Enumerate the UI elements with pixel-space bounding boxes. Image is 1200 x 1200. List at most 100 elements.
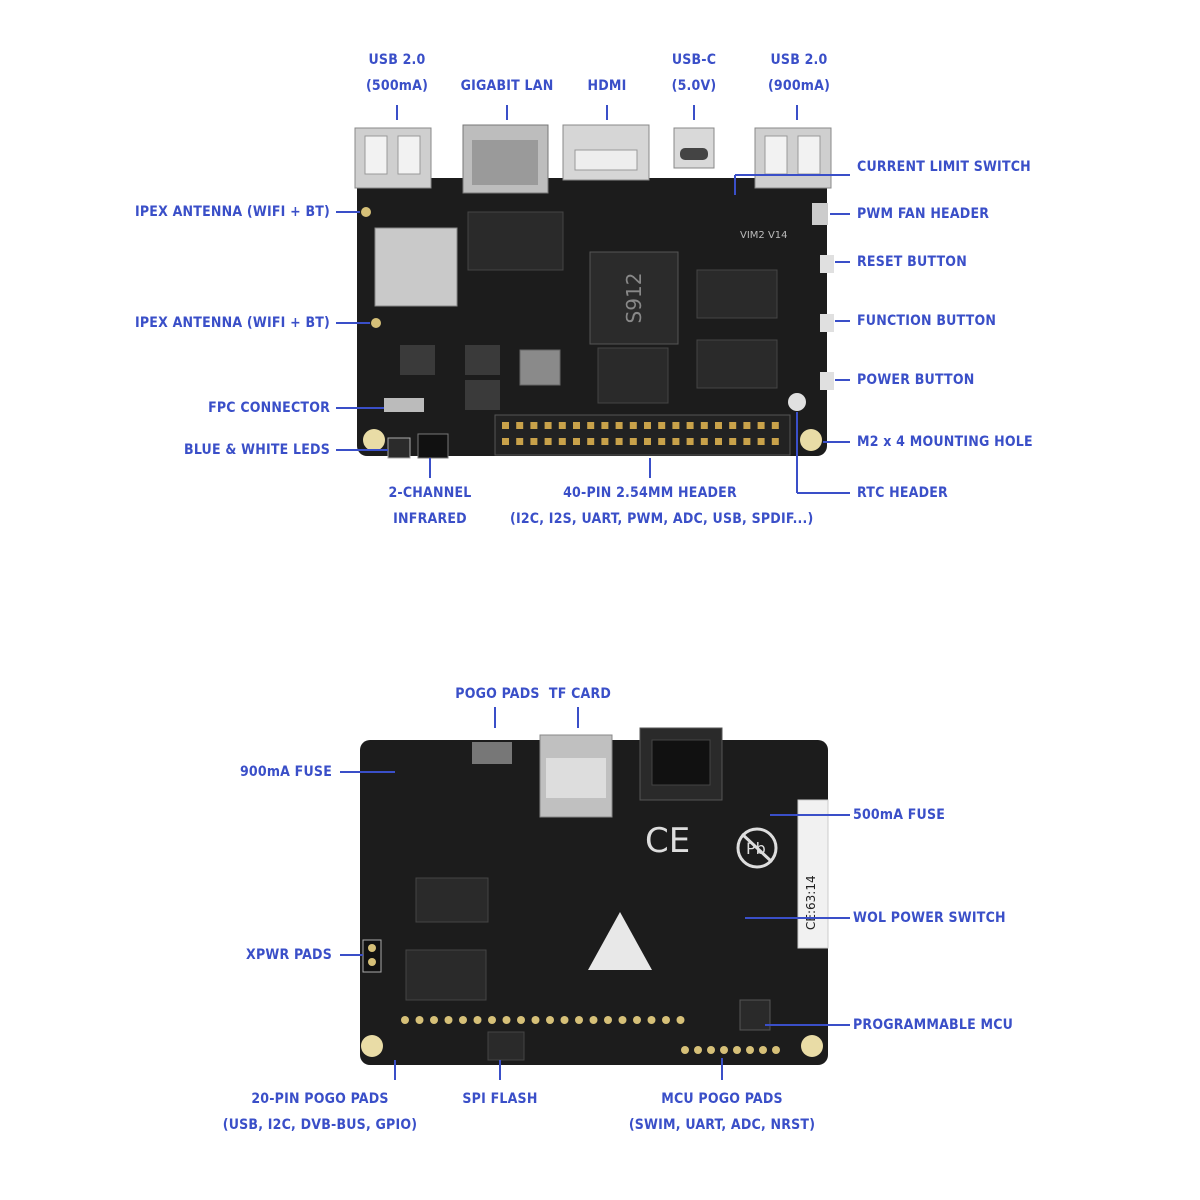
header-pin (544, 438, 552, 445)
header-pin (771, 422, 779, 429)
label-programmable-mcu: PROGRAMMABLE MCU (853, 1017, 1014, 1033)
pb-free-mark (736, 827, 778, 869)
label-usb2-right-sub: (900mA) (767, 78, 831, 94)
pogo-pad (517, 1016, 525, 1024)
header-pin (715, 438, 722, 445)
header-pin (615, 422, 623, 429)
label-tf-card: TF CARD (548, 686, 612, 702)
header-pin (502, 438, 509, 445)
mcu-pogo-pad (707, 1046, 715, 1054)
header-pin (530, 438, 538, 445)
label-20pin-pogo: 20-PIN POGO PADS (251, 1091, 389, 1107)
label-usb2-right: USB 2.0 (770, 52, 828, 68)
pogo-pad (401, 1016, 409, 1024)
label-20pin-pogo-sub: (USB, I2C, DVB-BUS, GPIO) (222, 1117, 418, 1133)
board-version: VIM2 V14 (740, 230, 788, 241)
header-pin (658, 422, 666, 429)
header-pin (743, 422, 751, 429)
header-pin (771, 438, 779, 445)
header-pin (715, 422, 722, 429)
header-pin (601, 438, 609, 445)
header-pin (558, 438, 566, 445)
label-infrared-1: 2-CHANNEL (388, 485, 472, 501)
label-hdmi: HDMI (587, 78, 627, 94)
header-pin (658, 438, 666, 445)
label-40pin-header-sub: (I2C, I2S, UART, PWM, ADC, USB, SPDIF...… (510, 511, 814, 527)
pogo-pad (415, 1016, 424, 1024)
mcu-pogo-pad (759, 1046, 767, 1054)
wifi-module (374, 227, 458, 307)
pogo-pad (531, 1016, 540, 1024)
label-fpc-connector: FPC CONNECTOR (208, 400, 330, 416)
label-ipex-antenna-2: IPEX ANTENNA (WIFI + BT) (134, 315, 330, 331)
pogo-pad (647, 1016, 656, 1024)
header-pin (629, 438, 637, 445)
gpio-header (494, 414, 791, 456)
label-mcu-pogo: MCU POGO PADS (661, 1091, 783, 1107)
header-pin (516, 438, 524, 445)
label-wol-power-switch: WOL POWER SWITCH (853, 910, 1006, 926)
soc-marking: S912 (622, 273, 646, 324)
header-pin (729, 422, 737, 429)
label-ipex-antenna-1: IPEX ANTENNA (WIFI + BT) (134, 204, 330, 220)
label-usbc-sub: (5.0V) (671, 78, 717, 94)
pogo-pad (488, 1016, 496, 1024)
pogo-pad (502, 1016, 511, 1024)
label-xpwr-pads: XPWR PADS (246, 947, 332, 963)
label-reset-button: RESET BUTTON (857, 254, 967, 270)
header-pin (601, 422, 609, 429)
header-pin (757, 438, 765, 445)
header-pin (587, 422, 595, 429)
header-pin (700, 422, 708, 429)
label-power-button: POWER BUTTON (857, 372, 975, 388)
header-pin (615, 438, 623, 445)
label-spi-flash: SPI FLASH (462, 1091, 538, 1107)
header-pin (530, 422, 538, 429)
pogo-pad (633, 1016, 641, 1024)
header-pin (672, 422, 680, 429)
label-usbc: USB-C (671, 52, 717, 68)
header-pin (686, 422, 694, 429)
pogo-pad (430, 1016, 438, 1024)
label-900ma-fuse: 900mA FUSE (239, 764, 332, 780)
label-rtc-header: RTC HEADER (857, 485, 948, 501)
header-pin (686, 438, 694, 445)
pogo-pad (589, 1016, 598, 1024)
mcu-pogo-pad (681, 1046, 689, 1054)
label-pwm-fan-header: PWM FAN HEADER (857, 206, 990, 222)
pogo-pad (444, 1016, 453, 1024)
pogo-pad (546, 1016, 554, 1024)
header-pin (573, 422, 580, 429)
header-pin (629, 422, 637, 429)
label-gigabit-lan: GIGABIT LAN (460, 78, 554, 94)
sticker-text: CE:63:14 (804, 875, 818, 930)
mcu-pogo-pad (772, 1046, 780, 1054)
header-pin (573, 438, 580, 445)
mcu-pogo-pad (694, 1046, 702, 1054)
label-500ma-fuse: 500mA FUSE (853, 807, 946, 823)
mcu-pogo-pad (733, 1046, 741, 1054)
mcu-pogo-pad (746, 1046, 754, 1054)
label-mounting-hole: M2 x 4 MOUNTING HOLE (857, 434, 1033, 450)
fpc-connector (384, 398, 424, 412)
label-pogo-pads: POGO PADS (455, 686, 540, 702)
label-mcu-pogo-sub: (SWIM, UART, ADC, NRST) (628, 1117, 816, 1133)
header-pin (757, 422, 765, 429)
header-pin (544, 422, 552, 429)
pogo-pad (473, 1016, 482, 1024)
header-pin (558, 422, 566, 429)
pogo-pad (459, 1016, 467, 1024)
pogo-pad (676, 1016, 685, 1024)
header-pin (700, 438, 708, 445)
mcu-pogo-pad (720, 1046, 728, 1054)
label-blue-white-leds: BLUE & WHITE LEDS (184, 442, 330, 458)
pogo-pad (618, 1016, 627, 1024)
pogo-pad (604, 1016, 612, 1024)
header-pin (729, 438, 737, 445)
ce-mark: CE (645, 821, 690, 861)
mac-sticker (797, 799, 829, 949)
pogo-pad (662, 1016, 670, 1024)
